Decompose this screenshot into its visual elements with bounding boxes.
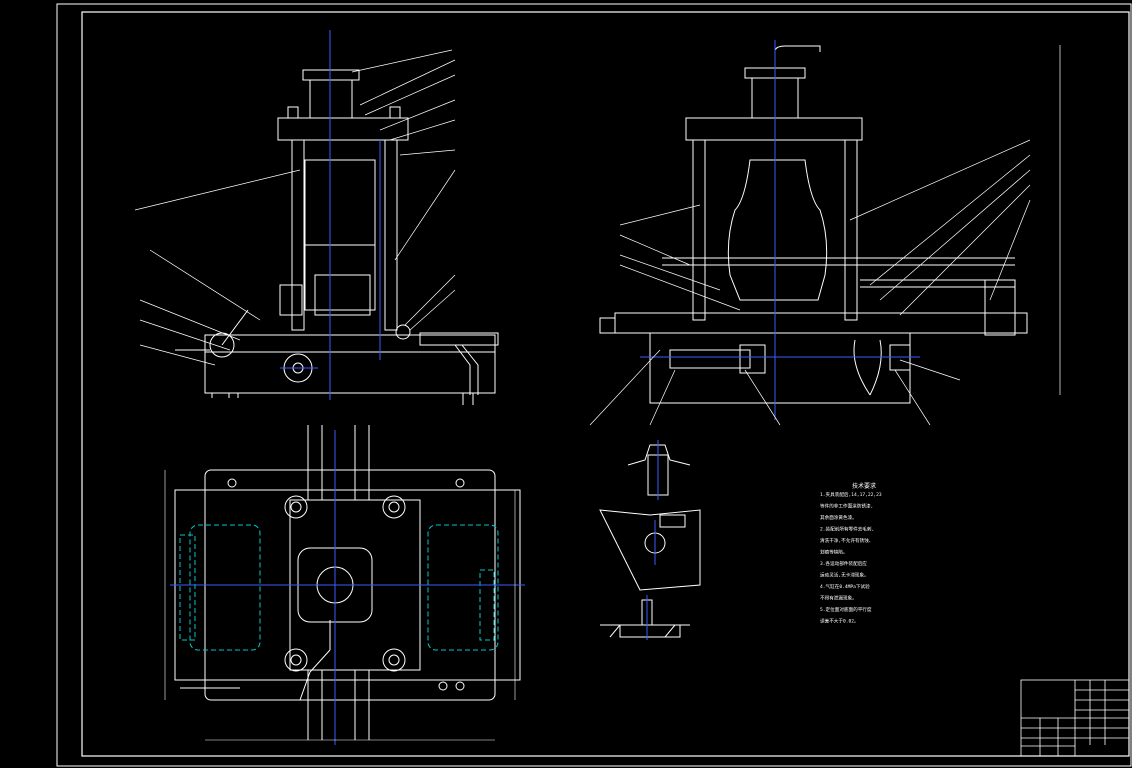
front-view [175,40,499,405]
front-view-centerlines [280,30,381,400]
technical-note-line: 不得有泄漏现象。 [820,595,857,602]
title-block [1020,679,1130,757]
technical-note-line: 1.夹具装配后,14,17,22,23 [820,491,882,498]
outer-border [56,3,1132,767]
technical-note-line: 3.各运动部件装配后应 [820,560,867,567]
inner-border [81,11,1130,757]
technical-note-line: 5.定位面对底面的平行度 [820,606,872,613]
technical-note-line: 误差不大于0.02。 [820,618,859,625]
technical-note-line: 4.气缸在0.4MPa下试验 [820,583,870,590]
detail-centerlines [646,440,659,640]
technical-note-line: 划痕等缺陷。 [820,549,848,556]
technical-notes-title: 技术要求 [852,482,876,490]
plan-view-hidden-lines [179,524,499,651]
technical-note-line: 2.装配前所有零件去毛刺, [820,526,874,533]
side-view-leaders [589,45,1061,426]
technical-note-line: 运动灵活,无卡滞现象。 [820,572,869,579]
plan-view-dimensions [164,470,516,741]
technical-note-line: 等件的非工作面涂防锈漆, [820,503,873,510]
plan-view-centerlines [170,430,525,745]
technical-notes: 技术要求 1.夹具装配后,14,17,22,23 等件的非工作面涂防锈漆, 其余面涂… [820,482,882,625]
technical-note-line: 其余面涂黄色漆。 [820,514,857,521]
technical-note-line: 清洗干净,不允许有锈蚀、 [820,537,873,544]
side-view-centerlines [640,40,920,420]
detail-views [599,444,701,638]
side-view [599,45,1028,404]
plan-view [174,425,521,740]
front-view-leaders [134,49,456,366]
